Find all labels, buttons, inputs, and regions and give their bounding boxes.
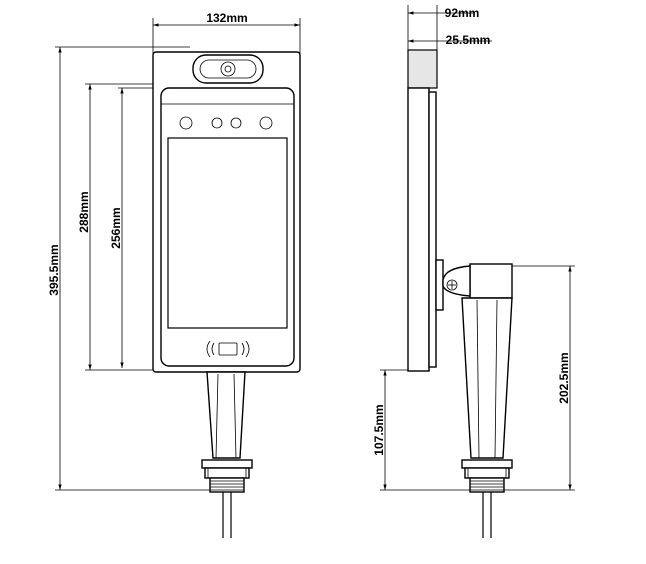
flange-nut	[201, 459, 253, 469]
camera-depth-label: 25.5mm	[446, 33, 491, 47]
side-flange-nut	[461, 459, 513, 469]
nfc-reader-icon	[206, 340, 250, 358]
cable	[222, 492, 232, 538]
side-mounting-pole	[461, 297, 513, 459]
sensor-center-left	[211, 117, 223, 129]
mounting-pole	[206, 371, 246, 459]
side-camera-module	[407, 49, 438, 89]
camera-module	[192, 54, 264, 84]
side-bracket-plate	[435, 259, 444, 311]
panel-height-label: 256mm	[109, 207, 123, 248]
total-height-label: 395.5mm	[47, 244, 61, 295]
mount-height-label: 202.5mm	[557, 352, 571, 403]
pole-height-label: 107.5mm	[372, 404, 386, 455]
side-device-body	[407, 87, 430, 372]
depth-label: 92mm	[445, 6, 480, 20]
pole-clamp	[469, 263, 513, 299]
side-threaded-stud	[469, 477, 505, 493]
threaded-stud	[209, 477, 245, 493]
sensor-left	[179, 116, 193, 130]
device-height-label: 288mm	[77, 191, 91, 232]
side-cable	[482, 492, 492, 538]
sensor-center-right	[230, 117, 242, 129]
front-panel	[160, 87, 295, 367]
screw-icon	[446, 279, 458, 291]
front-view: 132mm 395.5mm 288mm 256mm	[47, 11, 301, 538]
display-screen	[167, 137, 288, 329]
camera-lens-icon	[220, 61, 236, 77]
width-label: 132mm	[206, 11, 247, 25]
sensor-right	[259, 116, 273, 130]
side-view: 92mm 25.5mm 202.5mm 107.5mm	[372, 5, 575, 538]
